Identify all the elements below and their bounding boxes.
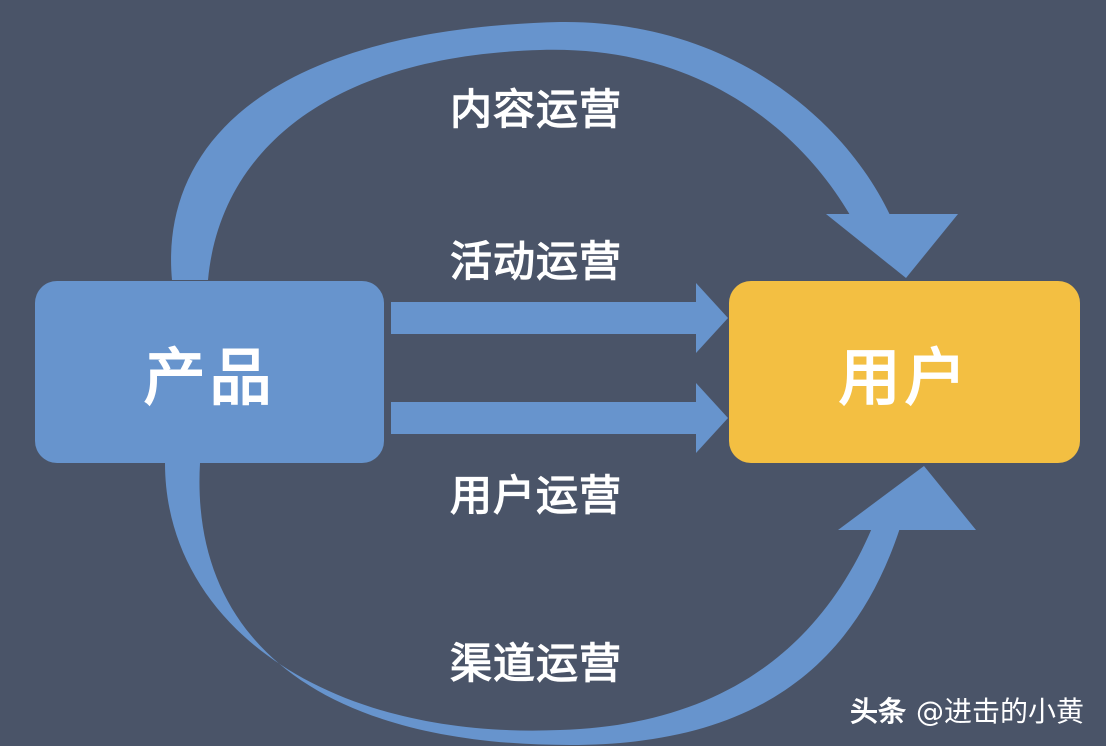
- watermark-handle: @进击的小黄: [915, 695, 1084, 728]
- content-ops-label: 内容运营: [450, 85, 623, 134]
- user-ops-label: 用户运营: [450, 471, 623, 520]
- content-ops-curve: [171, 21, 890, 280]
- channel-ops-label: 渠道运营: [450, 639, 623, 688]
- watermark-brand: 头条: [849, 695, 906, 728]
- channel-ops-arrowhead: [838, 466, 976, 530]
- user-ops-arrow: [391, 383, 728, 453]
- user-node: 用户: [729, 281, 1080, 463]
- user-node-label: 用户: [838, 341, 971, 414]
- activity-ops-arrow: [391, 283, 728, 353]
- product-node: 产品: [35, 281, 384, 463]
- activity-ops-label: 活动运营: [450, 237, 623, 286]
- product-node-label: 产品: [143, 341, 276, 414]
- watermark: 头条 @进击的小黄: [850, 690, 1084, 730]
- content-ops-arrowhead: [826, 214, 958, 278]
